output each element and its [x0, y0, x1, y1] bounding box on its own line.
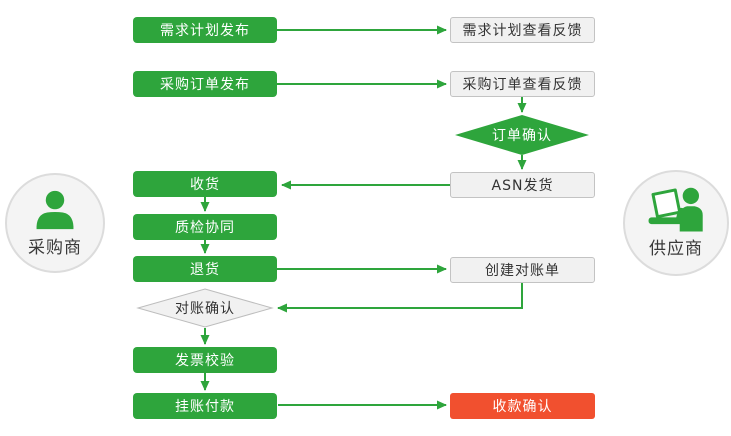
- actor-buyer-label: 采购商: [28, 238, 82, 258]
- node-demand-plan-publish: 需求计划发布: [133, 17, 277, 43]
- node-book-payment: 挂账付款: [133, 393, 277, 419]
- node-invoice-verify: 发票校验: [133, 347, 277, 373]
- person-with-laptop-icon: [647, 187, 705, 233]
- node-return-goods: 退货: [133, 256, 277, 282]
- node-po-feedback: 采购订单查看反馈: [450, 71, 595, 97]
- diamond-shape: [136, 288, 274, 328]
- node-po-publish: 采购订单发布: [133, 71, 277, 97]
- node-order-confirm: 订单确认: [455, 115, 589, 155]
- actor-supplier-label: 供应商: [649, 239, 703, 259]
- node-demand-plan-feedback: 需求计划查看反馈: [450, 17, 595, 43]
- diamond-shape: [455, 115, 589, 155]
- person-icon: [32, 188, 78, 232]
- actor-supplier: 供应商: [623, 170, 729, 276]
- node-order-confirm-label: 订单确认: [492, 128, 552, 144]
- node-statement-confirm-label: 对账确认: [175, 301, 235, 317]
- node-statement-confirm: 对账确认: [136, 288, 274, 328]
- node-create-statement: 创建对账单: [450, 257, 595, 283]
- node-asn-ship: ASN发货: [450, 172, 595, 198]
- node-quality-collab: 质检协同: [133, 214, 277, 240]
- node-receipt-confirm: 收款确认: [450, 393, 595, 419]
- node-receive: 收货: [133, 171, 277, 197]
- actor-buyer: 采购商: [5, 173, 105, 273]
